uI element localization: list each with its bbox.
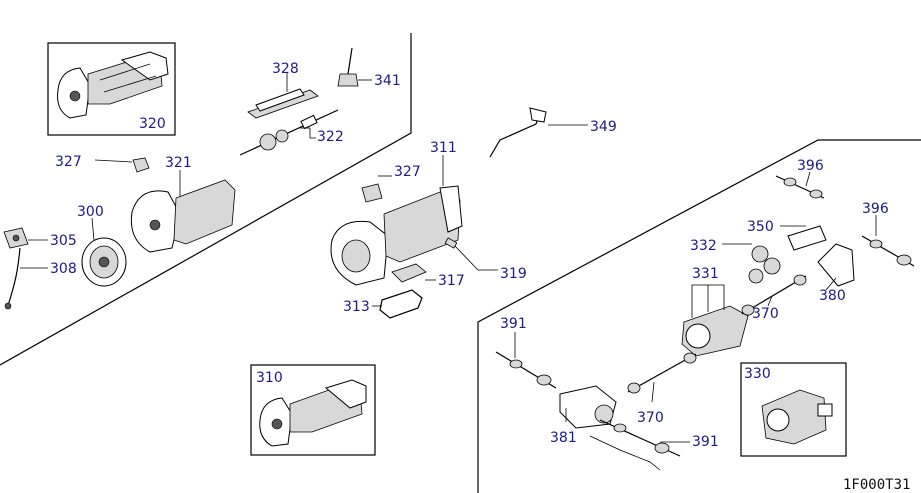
part-350[interactable]: 350: [747, 219, 827, 251]
drive-shaft-396-right-illustration: [861, 235, 915, 267]
front-differential-381-illustration: [559, 385, 617, 429]
callout-341: 341: [374, 73, 401, 89]
drive-shaft-396-upper-illustration: [775, 175, 825, 199]
callout-322: 322: [317, 129, 344, 145]
part-396-upper[interactable]: 396: [775, 158, 825, 199]
part-300[interactable]: 300: [77, 204, 127, 287]
shift-rod-328-illustration: [247, 88, 319, 119]
part-370-upper[interactable]: 370: [741, 274, 807, 322]
callout-396-upper: 396: [797, 158, 824, 174]
transfer-case-330-illustration: [761, 389, 833, 445]
box-320[interactable]: 320: [47, 42, 176, 136]
callout-332: 332: [690, 238, 717, 254]
part-380[interactable]: 380: [817, 243, 855, 304]
part-322[interactable]: 322: [239, 109, 344, 156]
sensor-327-center-illustration: [361, 183, 383, 203]
part-381[interactable]: 381: [550, 385, 617, 446]
part-349[interactable]: 349: [489, 107, 617, 158]
part-321[interactable]: 321: [130, 155, 236, 253]
harness-305-illustration: [3, 227, 29, 249]
callout-310: 310: [256, 370, 283, 386]
callout-327-center: 327: [394, 164, 421, 180]
oil-pan-gasket-313-illustration: [379, 289, 423, 319]
part-305[interactable]: 305: [3, 227, 77, 249]
part-317[interactable]: 317: [391, 263, 465, 289]
callout-391-right: 391: [692, 434, 719, 450]
part-341[interactable]: 341: [337, 47, 401, 89]
diagram-code: 1F000T31: [843, 477, 910, 493]
callout-396-right: 396: [862, 201, 889, 217]
fork-350-illustration: [787, 225, 827, 251]
filter-317-illustration: [391, 263, 427, 283]
wire-308-illustration: [4, 247, 21, 310]
callout-317: 317: [438, 273, 465, 289]
callout-370-lower: 370: [637, 410, 664, 426]
part-327-left[interactable]: 327: [55, 154, 150, 173]
part-313[interactable]: 313: [343, 289, 423, 319]
automatic-transmission-311-illustration: [330, 185, 463, 286]
part-331[interactable]: 331: [681, 266, 749, 357]
part-370-lower[interactable]: 370: [627, 352, 697, 426]
extension-housing-380-illustration: [817, 243, 855, 287]
shift-shaft-322-illustration: [239, 109, 339, 156]
transmission-assembly-310-illustration: [259, 379, 367, 447]
part-391-left[interactable]: 391: [495, 316, 557, 389]
drive-shaft-391-right-illustration: [589, 419, 681, 471]
transfer-case-331-illustration: [681, 305, 749, 357]
callout-300: 300: [77, 204, 104, 220]
callout-330: 330: [744, 366, 771, 382]
part-391-right[interactable]: 391: [589, 419, 719, 471]
callout-381: 381: [550, 430, 577, 446]
callout-331: 331: [692, 266, 719, 282]
callout-327-left: 327: [55, 154, 82, 170]
shift-lever-341-illustration: [337, 47, 359, 87]
callout-313: 313: [343, 299, 370, 315]
clutch-300-illustration: [81, 237, 127, 287]
part-319[interactable]: 319: [444, 237, 527, 282]
part-308[interactable]: 308: [4, 247, 77, 310]
callout-311: 311: [430, 140, 457, 156]
pipe-319-illustration: [444, 237, 458, 249]
transmission-case-321-illustration: [130, 179, 236, 253]
gear-set-332-illustration: [748, 245, 781, 284]
propeller-shaft-370-upper-illustration: [741, 274, 807, 316]
callout-380: 380: [819, 288, 846, 304]
callout-328: 328: [272, 61, 299, 77]
part-396-right[interactable]: 396: [861, 201, 915, 267]
callout-349: 349: [590, 119, 617, 135]
part-328[interactable]: 328: [247, 61, 319, 119]
callout-370-upper: 370: [752, 306, 779, 322]
callout-350: 350: [747, 219, 774, 235]
section-dividers: [0, 33, 921, 493]
callout-321: 321: [165, 155, 192, 171]
callout-319: 319: [500, 266, 527, 282]
part-327-center[interactable]: 327: [361, 164, 421, 203]
control-rod-349-illustration: [489, 107, 547, 158]
transmission-assembly-320-illustration: [57, 51, 169, 119]
callout-305: 305: [50, 233, 77, 249]
callout-391-left: 391: [500, 316, 527, 332]
box-330[interactable]: 330: [740, 362, 847, 457]
sensor-327-illustration: [132, 157, 150, 173]
callout-320: 320: [139, 116, 166, 132]
part-311[interactable]: 311: [330, 140, 463, 286]
box-310[interactable]: 310: [250, 364, 376, 456]
callout-308: 308: [50, 261, 77, 277]
part-332[interactable]: 332: [690, 238, 781, 284]
propeller-shaft-370-lower-illustration: [627, 352, 697, 394]
drive-shaft-391-left-illustration: [495, 351, 557, 389]
